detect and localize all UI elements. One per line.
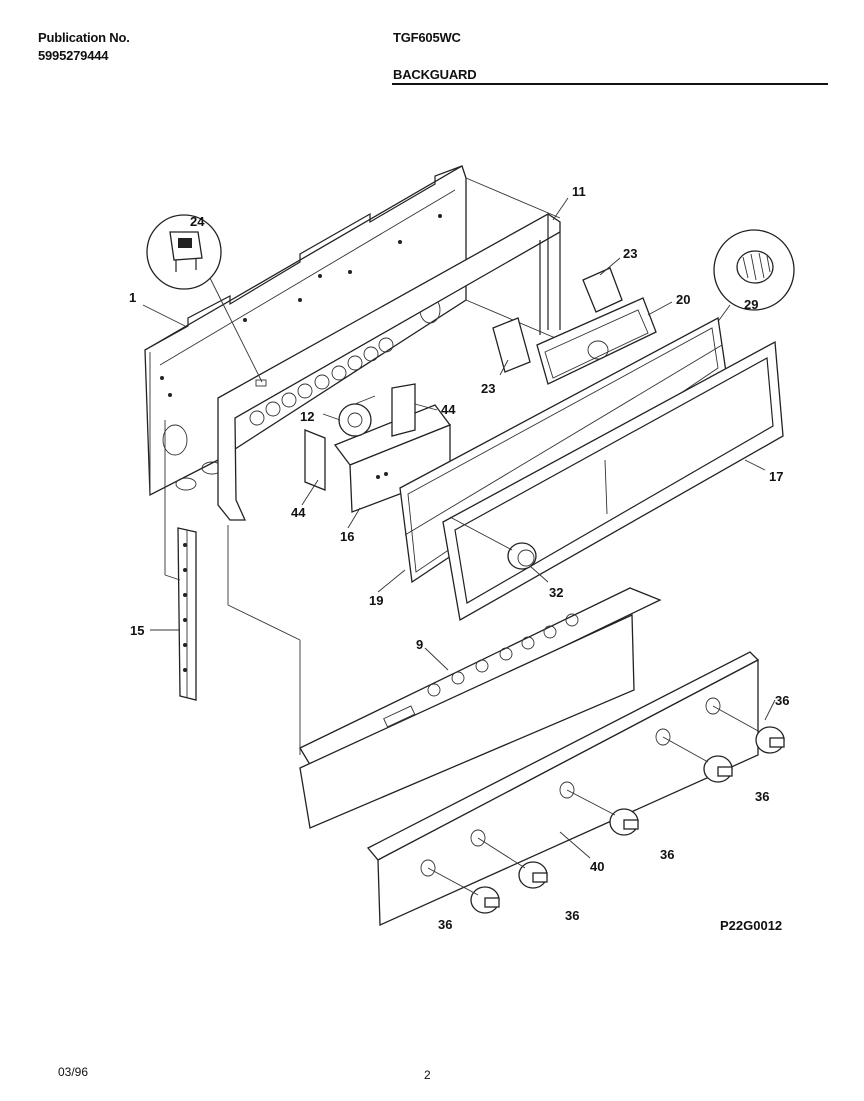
callout-17: 17 bbox=[769, 469, 783, 484]
callout-36-a: 36 bbox=[775, 693, 789, 708]
callout-12: 12 bbox=[300, 409, 314, 424]
lower-control-panel-part bbox=[366, 651, 760, 926]
burner-knob bbox=[470, 886, 500, 914]
callout-36-b: 36 bbox=[755, 789, 769, 804]
callout-11: 11 bbox=[572, 184, 586, 199]
callout-labels: 1 9 11 12 15 16 17 19 20 23 23 24 29 32 … bbox=[129, 184, 789, 932]
burner-knob bbox=[518, 861, 548, 889]
callout-19: 19 bbox=[369, 593, 383, 608]
callout-23-upper: 23 bbox=[623, 246, 637, 261]
burner-knobs bbox=[427, 705, 785, 914]
burner-knob bbox=[703, 755, 733, 783]
callout-15: 15 bbox=[130, 623, 144, 638]
mounting-brackets bbox=[492, 267, 623, 373]
callout-29: 29 bbox=[744, 297, 758, 312]
callout-24: 24 bbox=[190, 214, 205, 229]
drawing-code: P22G0012 bbox=[720, 918, 782, 933]
callout-44-lower: 44 bbox=[291, 505, 306, 520]
callout-9: 9 bbox=[416, 637, 423, 652]
publication-number: 5995279444 bbox=[38, 48, 109, 63]
timer-bracket-assembly bbox=[304, 383, 452, 513]
burner-knob bbox=[609, 808, 639, 836]
callout-16: 16 bbox=[340, 529, 354, 544]
revision-date: 03/96 bbox=[58, 1065, 89, 1079]
display-board-part bbox=[536, 297, 657, 385]
publication-label: Publication No. bbox=[38, 30, 130, 45]
manifold-panel-part bbox=[227, 525, 662, 829]
callout-40: 40 bbox=[590, 859, 604, 874]
header-rule bbox=[392, 83, 828, 85]
section-title: BACKGUARD bbox=[393, 67, 477, 82]
callout-1: 1 bbox=[129, 290, 136, 305]
clock-knob-part bbox=[449, 516, 537, 570]
side-bracket-part bbox=[164, 420, 197, 701]
selector-knob-detail bbox=[671, 229, 795, 386]
leader-lines bbox=[142, 197, 776, 859]
callout-20: 20 bbox=[676, 292, 690, 307]
page-number: 2 bbox=[424, 1068, 431, 1082]
callout-44-upper: 44 bbox=[441, 402, 456, 417]
callout-23-lower: 23 bbox=[481, 381, 495, 396]
model-number: TGF605WC bbox=[393, 30, 461, 45]
callout-32: 32 bbox=[549, 585, 563, 600]
callout-36-d: 36 bbox=[565, 908, 579, 923]
rocker-switch-detail bbox=[146, 214, 263, 383]
callout-36-c: 36 bbox=[660, 847, 674, 862]
callout-36-e: 36 bbox=[438, 917, 452, 932]
burner-knob bbox=[755, 726, 785, 754]
